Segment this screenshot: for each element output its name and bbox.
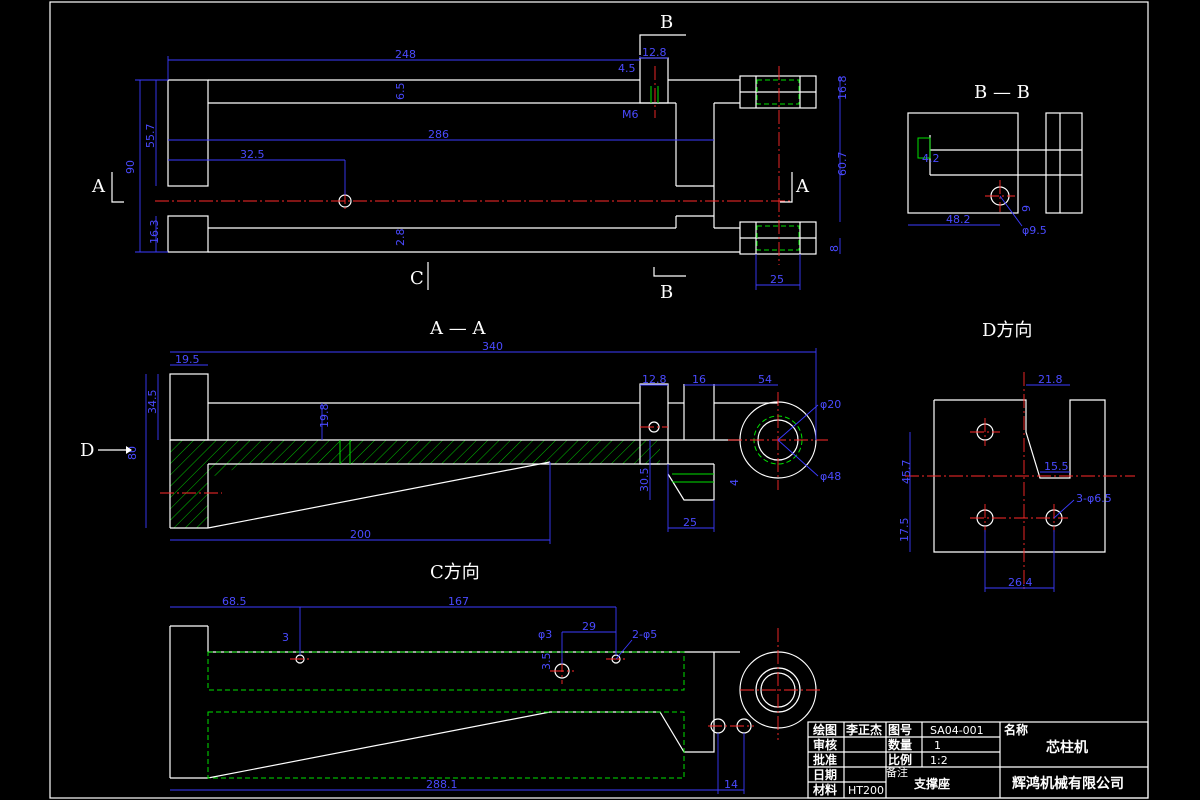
- dim-16-8: 16.8: [836, 76, 849, 101]
- dim-phi9-5: φ9.5: [1022, 224, 1047, 237]
- dim-167: 167: [448, 595, 469, 608]
- tb-material-label: 材料: [812, 782, 837, 797]
- view-d-title: D方向: [982, 320, 1032, 341]
- view-c: C方向 68.5 167 29 2-φ5: [169, 562, 820, 794]
- tb-remark-label: 备注: [886, 765, 908, 779]
- dim-34-5: 34.5: [146, 390, 159, 415]
- view-d: D方向 21.8 15.5 45.7 17.5 26.4 3-φ6.5: [898, 320, 1135, 592]
- dim-55-7: 55.7: [144, 124, 157, 149]
- dim-15-5: 15.5: [1044, 460, 1069, 473]
- view-c-marker: C: [410, 268, 424, 289]
- tb-date-label: 日期: [813, 767, 837, 782]
- dim-9: 9: [1020, 205, 1033, 212]
- dim-340: 340: [482, 340, 503, 353]
- view-d-marker: D: [80, 440, 94, 461]
- dim-6-5: 6.5: [394, 83, 407, 101]
- dim-26-4: 26.4: [1008, 576, 1033, 589]
- dim-54: 54: [758, 373, 772, 386]
- dim-48-2: 48.2: [946, 213, 971, 226]
- section-a-right-label: A: [795, 176, 810, 197]
- dim-200: 200: [350, 528, 371, 541]
- section-b-top-label: B: [660, 12, 673, 33]
- dim-3-phi6-5: 3-φ6.5: [1076, 492, 1112, 505]
- dim-16: 16: [692, 373, 706, 386]
- tb-name-label: 名称: [1004, 722, 1028, 737]
- tb-drawing-no-label: 图号: [888, 722, 912, 737]
- dim-17-5: 17.5: [898, 518, 911, 543]
- tb-qty: 1: [934, 739, 941, 752]
- dim-45-7: 45.7: [900, 460, 913, 485]
- dim-19-5: 19.5: [175, 353, 200, 366]
- top-view: 248 12.8 4.5 286 32.5 90 55.7 16.3 16.8 …: [91, 12, 849, 303]
- tb-approve-label: 批准: [813, 752, 837, 767]
- tb-scale-label: 比例: [888, 752, 912, 767]
- dim-12-8: 12.8: [642, 46, 667, 59]
- dim-4-5: 4.5: [618, 62, 636, 75]
- dim-21-8: 21.8: [1038, 373, 1063, 386]
- dim-32-5: 32.5: [240, 148, 265, 161]
- dim-68-5: 68.5: [222, 595, 247, 608]
- dim-286: 286: [428, 128, 449, 141]
- dim-288-1: 288.1: [426, 778, 458, 791]
- tb-drafter: 李正杰: [845, 722, 882, 737]
- dim-phi48: φ48: [820, 470, 841, 483]
- dim-8: 8: [828, 245, 841, 252]
- section-bb-view: B — B 48.2 φ9.5 4.2 9: [907, 82, 1083, 237]
- tb-company: 辉鸿机械有限公司: [1012, 775, 1124, 792]
- tb-drawing-no: SA04-001: [930, 724, 984, 737]
- section-aa-title: A — A: [429, 318, 486, 339]
- dim-4: 4: [728, 479, 741, 486]
- tb-part-name: 芯柱机: [1046, 739, 1088, 756]
- dim-4-2: 4.2: [922, 152, 940, 165]
- title-block: 绘图 李正杰 图号 SA04-001 名称 审核 数量 1 批准 比例 1:2 …: [807, 721, 1149, 799]
- tb-part-desc: 支撑座: [913, 776, 950, 791]
- tb-scale: 1:2: [930, 754, 948, 767]
- dim-phi20: φ20: [820, 398, 841, 411]
- dim-2-phi5: 2-φ5: [632, 628, 657, 641]
- dim-3: 3: [282, 631, 289, 644]
- section-b-bottom-label: B: [660, 282, 673, 303]
- dim-12-8-aa: 12.8: [642, 373, 667, 386]
- tb-review-label: 审核: [813, 737, 837, 752]
- section-aa-view: A — A 340 19.5 80: [80, 318, 841, 544]
- dim-3-5: 3.5: [540, 653, 553, 671]
- dim-25-aa: 25: [683, 516, 697, 529]
- dim-phi3: φ3: [538, 628, 552, 641]
- dim-14: 14: [724, 778, 738, 791]
- dim-19-8: 19.8: [318, 404, 331, 429]
- tb-material: HT200: [848, 784, 884, 797]
- view-c-title: C方向: [430, 562, 480, 583]
- dim-90: 90: [124, 160, 137, 174]
- dim-m6: M6: [622, 108, 639, 121]
- tb-draw-label: 绘图: [813, 722, 837, 737]
- dim-30-5: 30.5: [638, 468, 651, 493]
- section-a-left-label: A: [91, 176, 106, 197]
- dim-25-top: 25: [770, 273, 784, 286]
- dim-16-3: 16.3: [148, 220, 161, 245]
- dim-2-8: 2.8: [394, 229, 407, 247]
- dim-29: 29: [582, 620, 596, 633]
- section-bb-title: B — B: [974, 82, 1030, 103]
- tb-qty-label: 数量: [888, 737, 912, 752]
- sheet-border: [49, 1, 1149, 799]
- dim-60-7: 60.7: [836, 152, 849, 177]
- dim-248: 248: [395, 48, 416, 61]
